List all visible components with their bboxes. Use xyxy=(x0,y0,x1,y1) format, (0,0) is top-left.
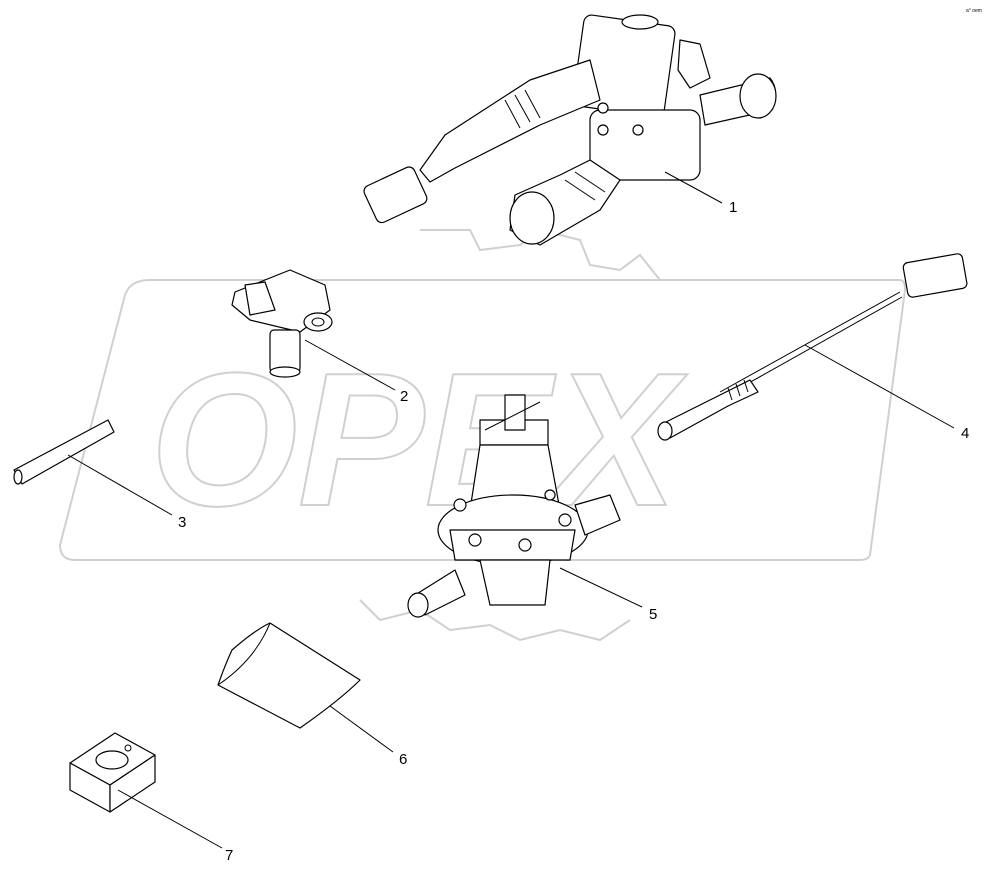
leader-6 xyxy=(329,705,394,753)
leader-3 xyxy=(67,454,173,516)
tube-part xyxy=(13,419,115,485)
leader-lines xyxy=(67,171,955,849)
leader-2 xyxy=(304,339,396,391)
solenoid-valve-part xyxy=(363,14,777,246)
oxygen-sensor-part xyxy=(657,253,968,441)
callout-3: 3 xyxy=(178,514,186,531)
callout-4: 4 xyxy=(961,425,969,442)
leader-4 xyxy=(804,344,955,429)
leader-5 xyxy=(559,567,643,608)
callout-1: 1 xyxy=(729,199,737,216)
corner-mark: a° oem xyxy=(966,8,982,14)
leader-7 xyxy=(117,789,223,849)
pressure-regulator-part xyxy=(407,394,621,618)
mounting-block-part xyxy=(69,732,156,813)
callout-labels: 1 2 3 4 5 6 7 xyxy=(178,199,969,864)
heat-shield-part xyxy=(217,622,361,729)
callout-5: 5 xyxy=(649,606,657,623)
pressure-sensor-part xyxy=(231,269,333,378)
callout-7: 7 xyxy=(225,847,233,864)
callout-2: 2 xyxy=(400,388,408,405)
leader-1 xyxy=(664,171,723,204)
callout-6: 6 xyxy=(399,751,407,768)
